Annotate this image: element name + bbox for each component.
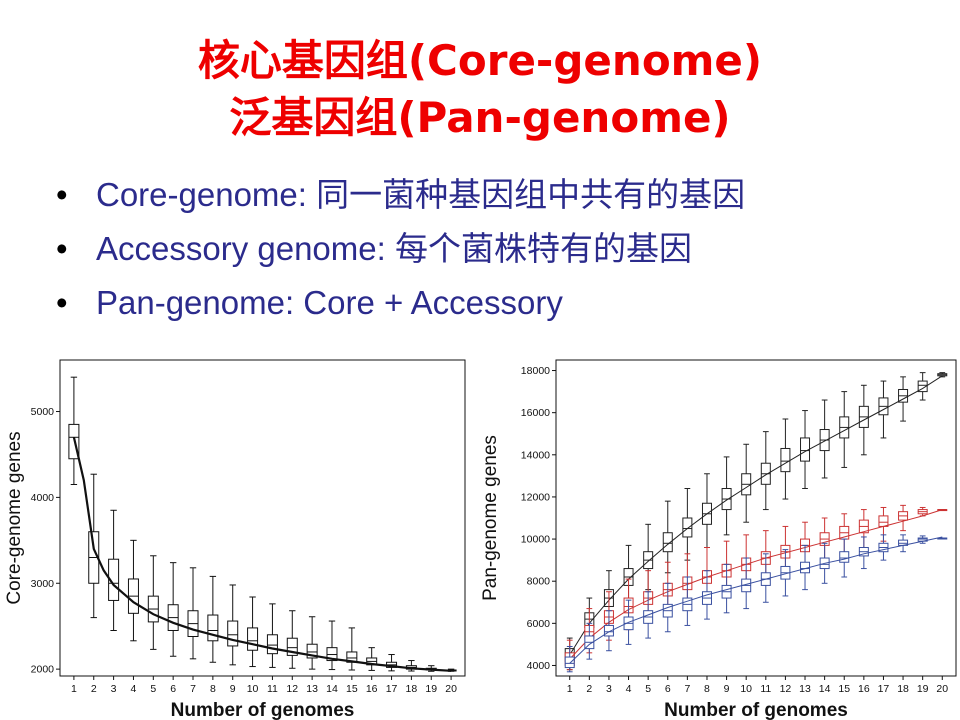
y-tick-label: 5000 (31, 406, 55, 418)
bullet-accessory-genome: • Accessory genome: 每个菌株特有的基因 (56, 222, 745, 276)
box-iqr (306, 643, 318, 659)
x-tick-label: 1 (567, 683, 573, 695)
x-tick-label: 16 (858, 683, 870, 695)
y-tick-label: 2000 (31, 664, 55, 676)
x-tick-label: 20 (936, 683, 948, 695)
box-iqr (207, 614, 219, 642)
y-axis-label: Pan-genome genes (480, 435, 501, 601)
x-tick-label: 8 (210, 683, 216, 695)
x-tick-label: 13 (306, 683, 318, 695)
x-tick-label: 13 (799, 683, 811, 695)
x-tick-label: 18 (897, 683, 909, 695)
y-tick-label: 12000 (521, 491, 550, 503)
x-tick-label: 14 (819, 683, 831, 695)
box-iqr (603, 624, 614, 637)
x-tick-label: 11 (760, 683, 771, 695)
bullet-core-genome: • Core-genome: 同一菌种基因组中共有的基因 (56, 168, 745, 222)
x-tick-label: 4 (626, 683, 632, 695)
box-iqr (227, 620, 239, 647)
bullet-text: Core-genome: 同一菌种基因组中共有的基因 (96, 176, 746, 213)
fit-curve (569, 375, 943, 656)
bullet-text: Pan-genome: Core + Accessory (96, 284, 563, 321)
x-tick-label: 2 (586, 683, 592, 695)
x-axis-label: Number of genomes (171, 700, 355, 720)
x-tick-label: 16 (366, 683, 378, 695)
box-iqr (917, 380, 928, 393)
box-iqr (662, 532, 673, 553)
plot-frame (555, 359, 957, 677)
x-tick-label: 7 (190, 683, 196, 695)
x-tick-label: 8 (704, 683, 710, 695)
box-iqr (878, 515, 889, 527)
y-tick-label: 14000 (521, 449, 550, 461)
x-tick-label: 3 (606, 683, 612, 695)
x-tick-label: 18 (406, 683, 418, 695)
x-tick-label: 5 (645, 683, 651, 695)
x-tick-label: 7 (684, 683, 690, 695)
bullet-glyph: • (56, 230, 68, 267)
x-tick-label: 3 (111, 683, 117, 695)
fit-curve (72, 437, 452, 672)
x-tick-label: 14 (326, 683, 338, 695)
box-iqr (266, 634, 278, 655)
x-tick-label: 5 (150, 683, 156, 695)
x-tick-label: 19 (425, 683, 437, 695)
x-tick-label: 12 (286, 683, 298, 695)
box-iqr (780, 447, 791, 473)
y-tick-label: 10000 (521, 534, 550, 546)
bullet-text: Accessory genome: 每个菌株特有的基因 (96, 230, 692, 267)
box-iqr (286, 637, 298, 656)
box-iqr (682, 517, 693, 538)
plot-frame (59, 359, 466, 677)
x-tick-label: 17 (878, 683, 890, 695)
fit-curve (569, 536, 943, 664)
bullet-list: • Core-genome: 同一菌种基因组中共有的基因 • Accessory… (56, 168, 745, 330)
x-tick-label: 6 (665, 683, 671, 695)
bullet-glyph: • (56, 284, 68, 321)
y-tick-label: 16000 (521, 407, 550, 419)
box-iqr (839, 551, 850, 563)
y-tick-label: 4000 (527, 660, 551, 672)
x-tick-label: 11 (267, 683, 278, 695)
y-tick-label: 3000 (31, 578, 55, 590)
bullet-glyph: • (56, 176, 68, 213)
x-tick-label: 17 (386, 683, 398, 695)
y-tick-label: 8000 (527, 576, 551, 588)
slide-title-line1: 核心基因组(Core-genome) (197, 36, 763, 85)
x-tick-label: 15 (838, 683, 850, 695)
y-tick-label: 18000 (521, 365, 550, 377)
box-iqr (247, 627, 259, 651)
x-tick-label: 6 (170, 683, 176, 695)
x-tick-label: 15 (346, 683, 358, 695)
x-tick-label: 19 (917, 683, 929, 695)
x-tick-label: 9 (230, 683, 236, 695)
x-axis-label: Number of genomes (664, 700, 848, 720)
x-tick-label: 20 (445, 683, 457, 695)
x-tick-label: 4 (131, 683, 137, 695)
bullet-pan-genome: • Pan-genome: Core + Accessory (56, 276, 745, 330)
box-iqr (564, 656, 575, 669)
slide-title-line2: 泛基因组(Pan-genome) (229, 93, 731, 142)
x-tick-label: 10 (247, 683, 259, 695)
y-tick-label: 6000 (527, 618, 551, 630)
x-tick-label: 2 (91, 683, 97, 695)
x-tick-label: 10 (740, 683, 752, 695)
box-iqr (108, 558, 120, 601)
y-axis-label: Core-genome genes (4, 431, 25, 604)
x-tick-label: 9 (724, 683, 730, 695)
x-tick-label: 1 (71, 683, 77, 695)
y-tick-label: 4000 (31, 492, 55, 504)
fit-curve (569, 509, 943, 660)
x-tick-label: 12 (780, 683, 792, 695)
